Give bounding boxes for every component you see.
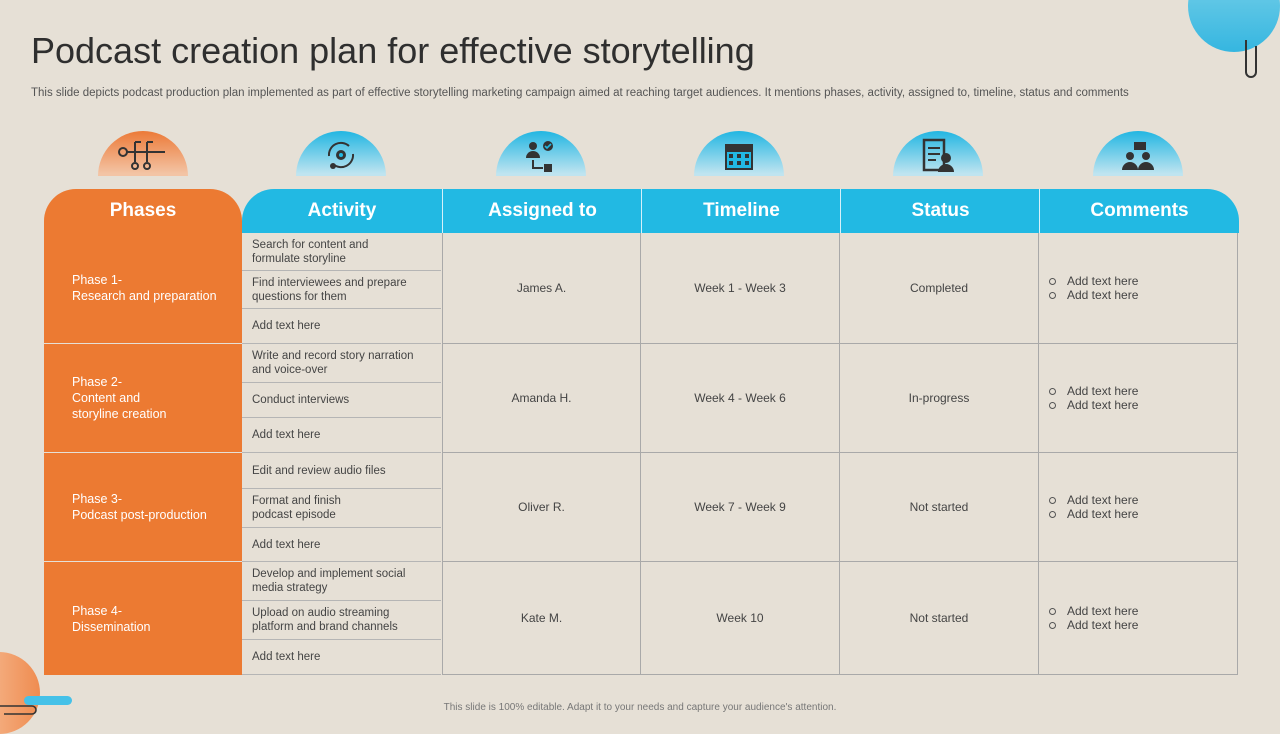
phase-label: Content and: [72, 391, 141, 405]
bullet-icon: [1049, 621, 1056, 629]
bullet-icon: [1049, 496, 1056, 504]
decorative-circle-bottom-left: [0, 652, 40, 734]
header-activity: Activity: [242, 189, 442, 233]
phase-cell-3: Phase 3- Podcast post-production: [44, 453, 242, 562]
header-timeline: Timeline: [641, 189, 841, 233]
phase-label: Phase 3-: [72, 492, 123, 506]
assigned-cell: James A.: [442, 233, 641, 344]
status-cell: Completed: [840, 233, 1039, 344]
paperclip-bottom-icon: [0, 705, 37, 715]
assigned-cell: Amanda H.: [442, 344, 641, 453]
slide-subtitle: This slide depicts podcast production pl…: [31, 87, 1129, 99]
activity-item: Add text here: [242, 418, 441, 453]
phase-cell-1: Phase 1- Research and preparation: [44, 233, 242, 344]
status-cell: Not started: [840, 453, 1039, 562]
header-comments: Comments: [1039, 189, 1239, 233]
timeline-cell: Week 4 - Week 6: [641, 344, 840, 453]
header-assigned-to: Assigned to: [442, 189, 642, 233]
clipboard-person-icon: [893, 131, 983, 176]
comments-cell: Add text here Add text here: [1039, 233, 1238, 344]
status-cell: In-progress: [840, 344, 1039, 453]
comments-cell: Add text here Add text here: [1039, 453, 1238, 562]
timeline-nodes-icon: [98, 131, 188, 176]
phase-label: storyline creation: [72, 407, 167, 421]
activity-item: Add text here: [242, 309, 441, 344]
bullet-icon: [1049, 607, 1056, 615]
phase-label: Dissemination: [72, 619, 151, 634]
paperclip-icon: [1245, 40, 1257, 78]
timeline-cell: Week 1 - Week 3: [641, 233, 840, 344]
phase-label: Podcast post-production: [72, 508, 207, 522]
timeline-cell: Week 7 - Week 9: [641, 453, 840, 562]
slide-title: Podcast creation plan for effective stor…: [31, 30, 755, 71]
activity-item: Add text here: [242, 640, 441, 675]
assigned-cell: Oliver R.: [442, 453, 641, 562]
bullet-icon: [1049, 510, 1056, 518]
bullet-icon: [1049, 277, 1056, 285]
activity-item: Add text here: [242, 528, 441, 562]
phase-label: Phase 4-: [72, 603, 123, 618]
phase-label: Research and preparation: [72, 289, 217, 303]
chat-people-icon: [1093, 131, 1183, 176]
bullet-icon: [1049, 401, 1056, 409]
status-cell: Not started: [840, 562, 1039, 675]
slide-footer: This slide is 100% editable. Adapt it to…: [443, 702, 837, 713]
header-status: Status: [840, 189, 1040, 233]
timeline-cell: Week 10: [641, 562, 840, 675]
assign-person-icon: [496, 131, 586, 176]
calendar-icon: [694, 131, 784, 176]
activity-item: Edit and review audio files: [242, 453, 441, 489]
decorative-bar-bottom-left: [24, 696, 72, 705]
phase-cell-2: Phase 2- Content and storyline creation: [44, 344, 242, 453]
activity-item: Conduct interviews: [242, 383, 441, 418]
decorative-circle-top-right: [1188, 0, 1280, 52]
assigned-cell: Kate M.: [442, 562, 641, 675]
bullet-icon: [1049, 387, 1056, 395]
comments-cell: Add text here Add text here: [1039, 562, 1238, 675]
gear-cycle-icon: [296, 131, 386, 176]
bullet-icon: [1049, 291, 1056, 299]
comments-cell: Add text here Add text here: [1039, 344, 1238, 453]
phase-label: Phase 2-: [72, 375, 123, 389]
phase-label: Phase 1-: [72, 273, 123, 287]
header-phases: Phases: [44, 189, 242, 233]
phase-cell-4: Phase 4- Dissemination: [44, 562, 242, 675]
